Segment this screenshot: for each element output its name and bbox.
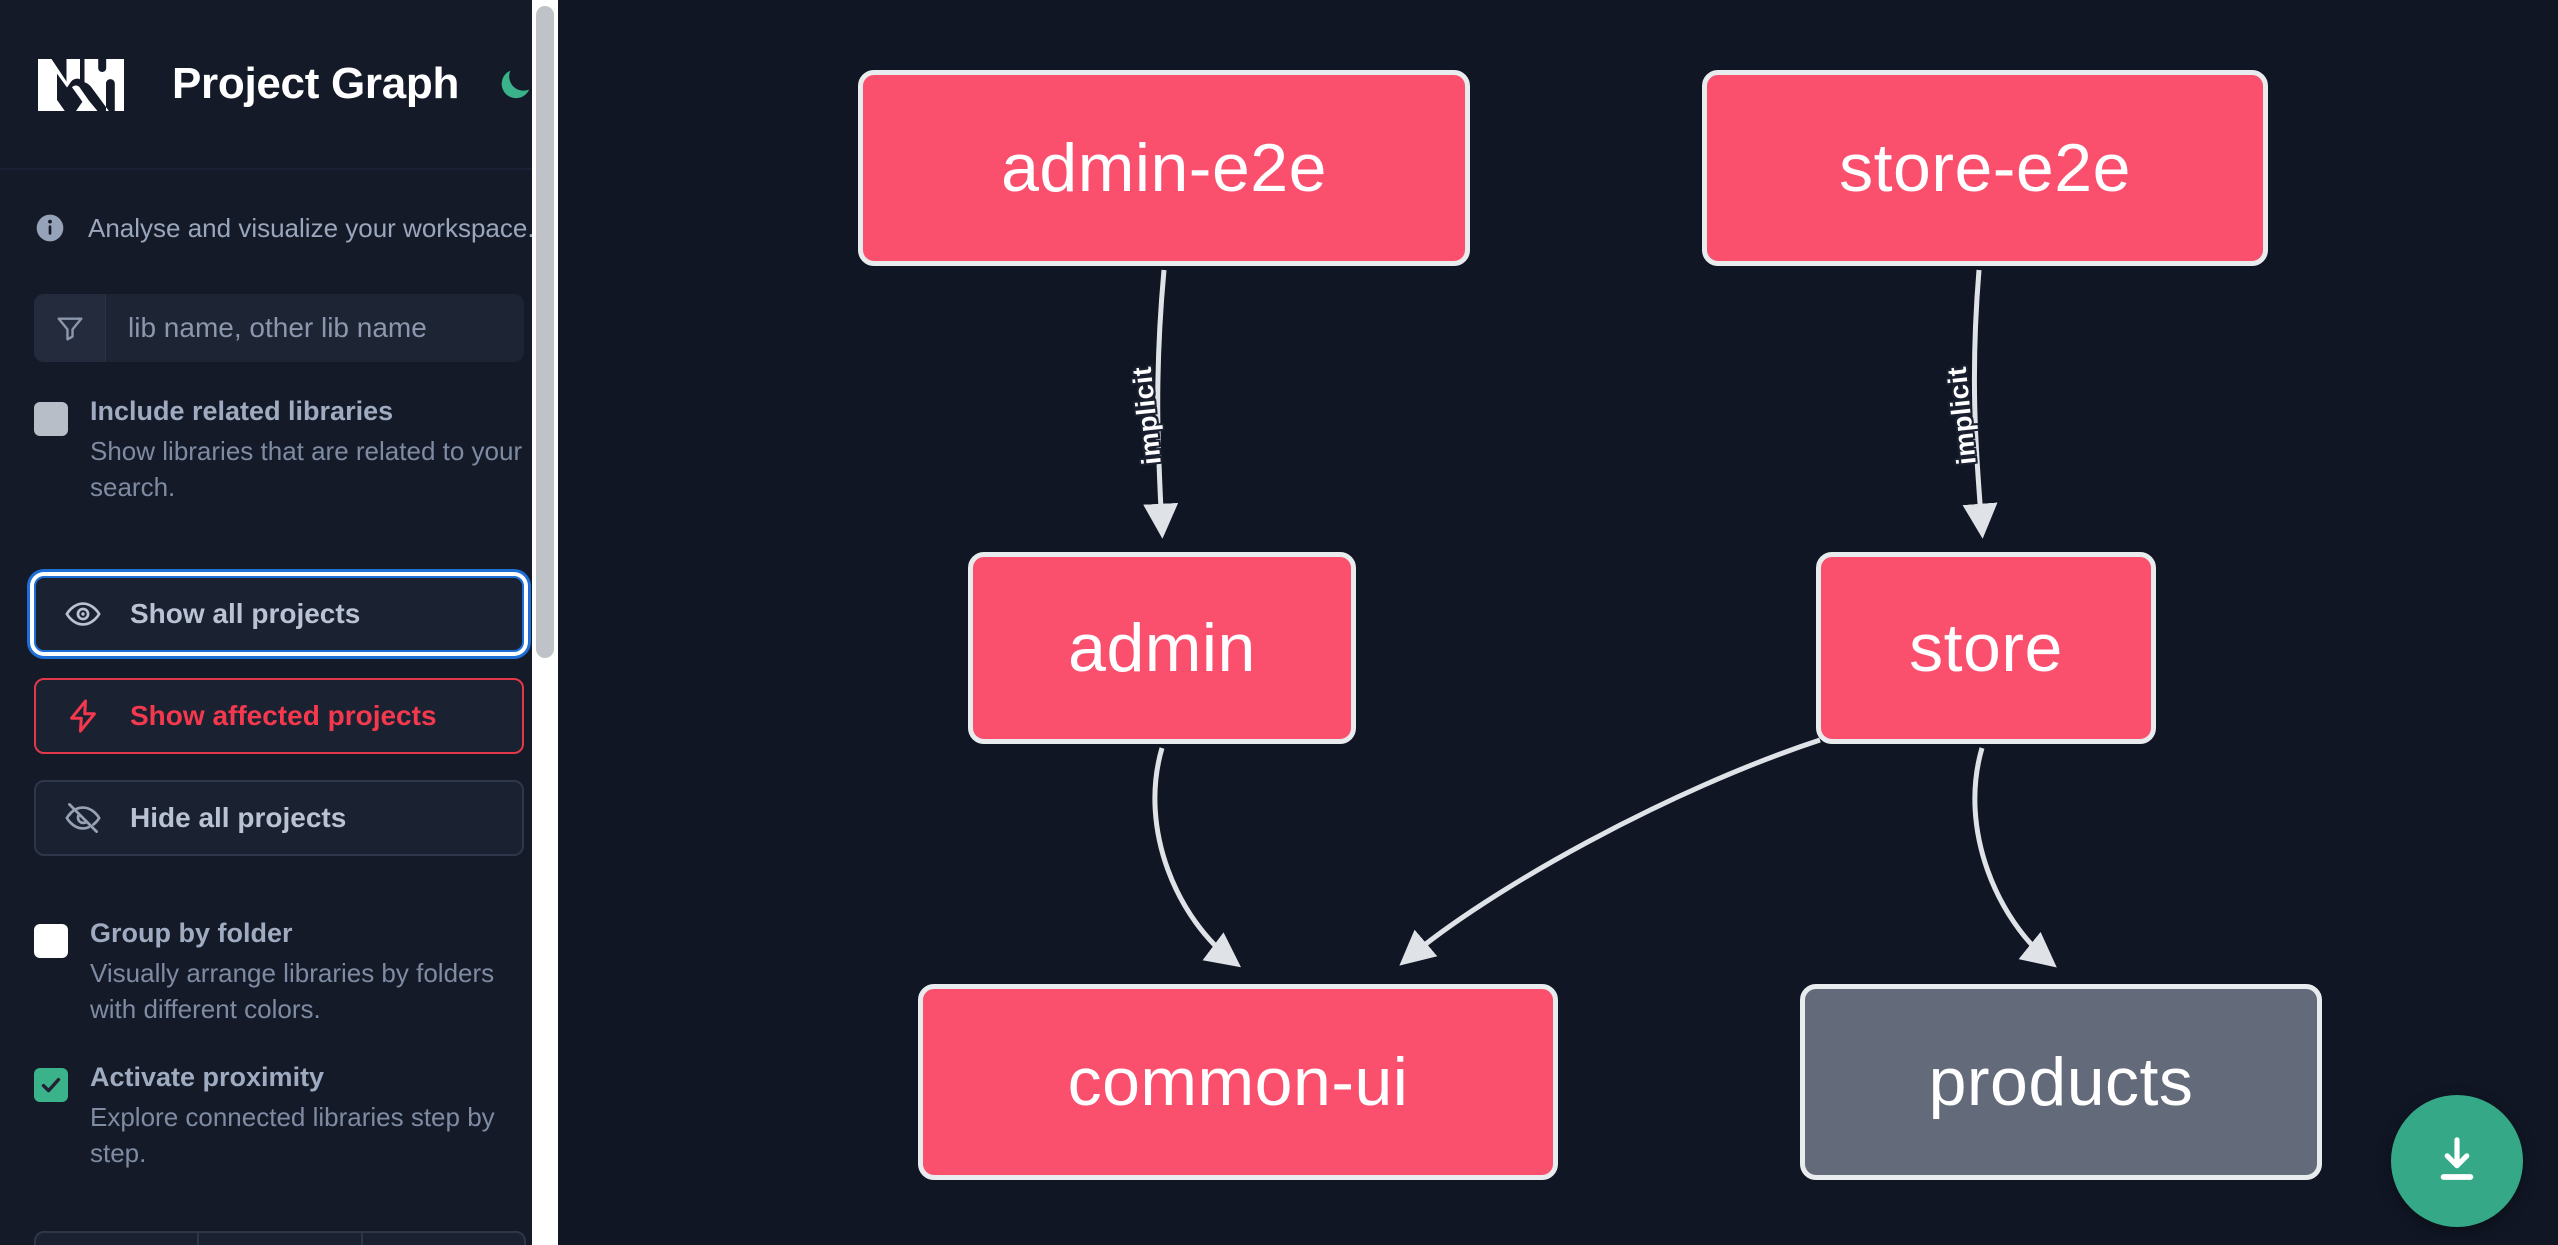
- project-graph-canvas[interactable]: admin-e2e store-e2e admin store common-u…: [558, 0, 2558, 1245]
- edge-admin-e2e-to-admin: [1143, 269, 1179, 539]
- bottom-group-segment-3[interactable]: [363, 1233, 524, 1245]
- node-label: products: [1928, 1044, 2194, 1120]
- checkbox-include-related-libraries[interactable]: [34, 402, 68, 436]
- node-label: admin-e2e: [1001, 130, 1327, 206]
- show-all-projects-button[interactable]: Show all projects: [34, 575, 524, 652]
- funnel-filter-icon: [34, 294, 106, 362]
- bottom-button-group[interactable]: [34, 1231, 526, 1245]
- option-description: Show libraries that are related to your …: [90, 436, 523, 502]
- edge-store-to-common-ui: [1399, 737, 1821, 966]
- node-label: common-ui: [1067, 1044, 1409, 1120]
- info-circle-icon: [34, 212, 66, 244]
- sidebar: Project Graph Analyse and visualize your…: [0, 0, 558, 1245]
- show-all-projects-label: Show all projects: [130, 597, 361, 629]
- graph-node-common-ui[interactable]: common-ui: [918, 984, 1558, 1180]
- option-include-related-libraries[interactable]: Include related libraries Show libraries…: [34, 396, 524, 506]
- checkbox-group-by-folder[interactable]: [34, 923, 68, 958]
- spacer: [34, 540, 524, 576]
- eye-icon: [62, 593, 104, 635]
- download-graph-button[interactable]: [2391, 1095, 2523, 1227]
- sidebar-scrollbar[interactable]: [532, 0, 558, 1245]
- show-affected-projects-label: Show affected projects: [130, 699, 437, 731]
- graph-edges-layer: [1143, 269, 2057, 968]
- graph-node-products[interactable]: products: [1800, 984, 2322, 1180]
- bottom-group-segment-1[interactable]: [36, 1233, 200, 1245]
- spacer: [34, 882, 524, 918]
- filter-search-row: [34, 294, 524, 362]
- lightning-bolt-icon: [62, 695, 104, 737]
- node-label: store: [1909, 610, 2063, 686]
- hide-all-projects-button[interactable]: Hide all projects: [34, 779, 524, 856]
- sidebar-header: Project Graph: [0, 0, 558, 170]
- graph-node-admin[interactable]: admin: [968, 552, 1356, 744]
- download-icon: [2440, 1137, 2474, 1180]
- option-activate-proximity[interactable]: Activate proximity Explore connected lib…: [34, 1062, 524, 1172]
- edge-store-e2e-to-store: [1962, 269, 1998, 539]
- edge-admin-to-common-ui: [1152, 747, 1241, 968]
- sidebar-body: Analyse and visualize your workspace. In…: [0, 212, 558, 1171]
- eye-off-icon: [62, 797, 104, 839]
- nx-logo-icon: [34, 53, 128, 115]
- moon-icon[interactable]: [495, 60, 535, 108]
- page-title: Project Graph: [172, 59, 460, 108]
- option-group-by-folder[interactable]: Group by folder Visually arrange librari…: [34, 918, 524, 1028]
- hide-all-projects-label: Hide all projects: [130, 801, 347, 833]
- bottom-group-segment-2[interactable]: [199, 1233, 363, 1245]
- graph-node-store-e2e[interactable]: store-e2e: [1702, 70, 2268, 266]
- option-label: Include related libraries: [90, 396, 394, 426]
- tagline-text: Analyse and visualize your workspace.: [88, 212, 535, 243]
- graph-node-admin-e2e[interactable]: admin-e2e: [858, 70, 1470, 266]
- checkbox-activate-proximity[interactable]: [34, 1067, 68, 1102]
- node-label: admin: [1068, 610, 1256, 686]
- sidebar-scrollbar-thumb[interactable]: [536, 6, 554, 658]
- graph-node-store[interactable]: store: [1816, 552, 2156, 744]
- node-label: store-e2e: [1839, 130, 2131, 206]
- edge-store-to-products: [1972, 747, 2057, 968]
- option-label: Activate proximity: [90, 1061, 325, 1092]
- search-input[interactable]: [106, 294, 524, 362]
- show-affected-projects-button[interactable]: Show affected projects: [34, 677, 524, 754]
- check-icon: [41, 1077, 61, 1092]
- option-description: Visually arrange libraries by folders wi…: [90, 957, 495, 1024]
- option-description: Explore connected libraries step by step…: [90, 1101, 495, 1168]
- option-label: Group by folder: [90, 917, 293, 948]
- tagline: Analyse and visualize your workspace.: [34, 212, 535, 244]
